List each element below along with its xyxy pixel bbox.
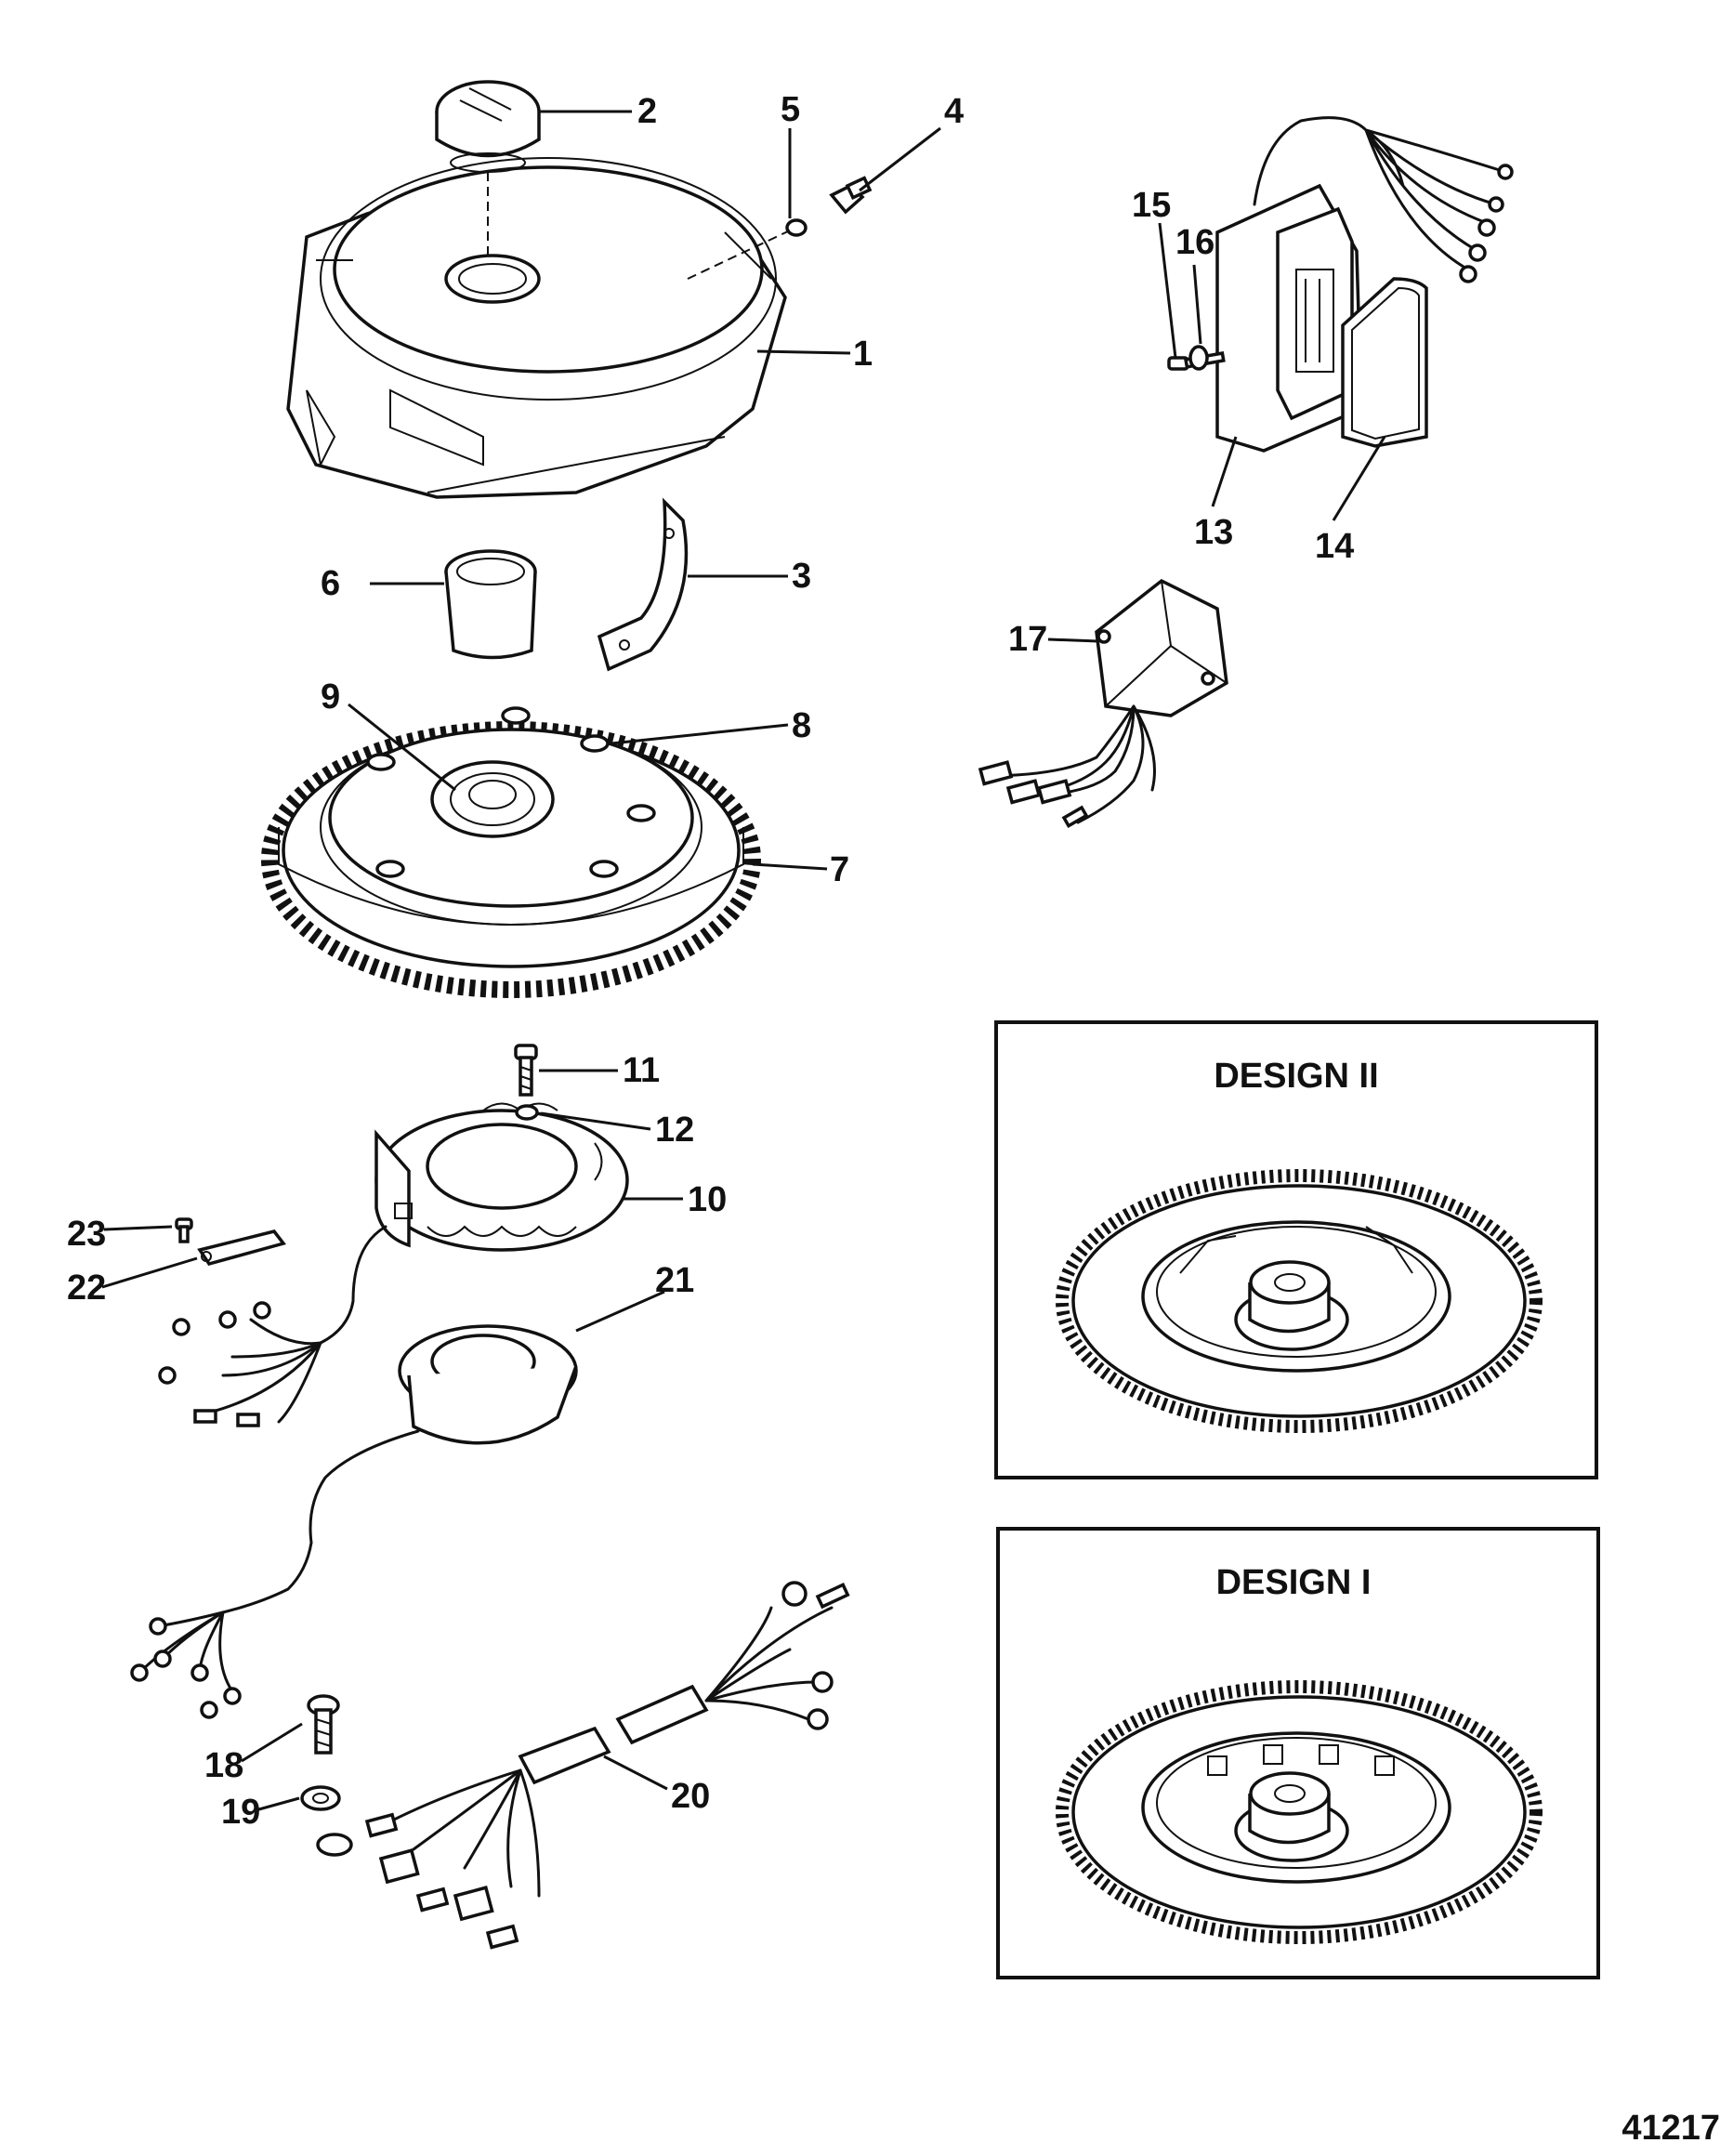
clamp-part-22 (197, 1229, 286, 1267)
cap-part-2 (435, 80, 541, 260)
switch-box-part-13 (1215, 116, 1514, 453)
callout-14: 14 (1315, 527, 1354, 566)
callout-3: 3 (792, 557, 811, 596)
bushing-part-6 (444, 549, 537, 660)
washer-part-19 (300, 1785, 341, 1811)
callout-11: 11 (623, 1051, 660, 1090)
washer-part-16 (1188, 345, 1209, 371)
hub-bolts-part-8 (366, 706, 656, 878)
callout-17: 17 (1008, 620, 1047, 659)
screw-part-23 (175, 1217, 193, 1243)
callout-21: 21 (655, 1261, 694, 1300)
washer-part-5 (687, 218, 807, 280)
callout-leader-lines (101, 110, 1386, 1812)
callout-18: 18 (204, 1746, 243, 1785)
callout-2: 2 (637, 92, 657, 131)
callout-12: 12 (655, 1111, 694, 1150)
gasket-part-14 (1341, 277, 1428, 448)
design-ii-title: DESIGN II (1214, 1057, 1378, 1096)
washer-part-12 (515, 1104, 539, 1121)
stator-part-10 (374, 1102, 629, 1252)
callout-5: 5 (781, 90, 800, 129)
callout-7: 7 (830, 850, 849, 889)
bracket-part-3 (597, 497, 689, 672)
callout-6: 6 (321, 564, 340, 603)
hub-part-9 (450, 772, 535, 826)
screw-part-11 (514, 1044, 538, 1097)
design-i-title: DESIGN I (1216, 1563, 1372, 1602)
callout-15: 15 (1132, 186, 1171, 225)
screw-part-4 (829, 176, 873, 215)
design-ii-flywheel (1056, 1169, 1543, 1433)
design-i-flywheel (1056, 1680, 1543, 1944)
callout-1: 1 (853, 335, 873, 374)
callout-4: 4 (944, 92, 964, 131)
flywheel-part-7 (261, 721, 761, 998)
flywheel-cover-part-1 (286, 157, 787, 499)
callout-10: 10 (688, 1180, 727, 1219)
bolt-part-18 (307, 1694, 340, 1755)
regulator-part-17 (978, 578, 1228, 829)
callout-19: 19 (221, 1793, 260, 1832)
callout-9: 9 (321, 677, 340, 716)
callout-23: 23 (67, 1215, 106, 1254)
design-ii-panel: DESIGN II (994, 1020, 1598, 1479)
callout-22: 22 (67, 1269, 106, 1308)
callout-labels: 1 2 3 4 5 6 7 8 9 10 11 12 13 14 15 16 1… (67, 90, 1354, 1832)
callout-20: 20 (671, 1777, 710, 1816)
callout-13: 13 (1194, 513, 1233, 552)
stator-wire-harness (158, 1225, 387, 1427)
wire-harness-part-20 (316, 1581, 850, 1950)
callout-16: 16 (1175, 223, 1215, 262)
callout-8: 8 (792, 706, 811, 745)
design-i-panel: DESIGN I (996, 1527, 1600, 1979)
trigger-part-21 (130, 1324, 578, 1719)
figure-number: 41217 (1622, 2109, 1720, 2148)
